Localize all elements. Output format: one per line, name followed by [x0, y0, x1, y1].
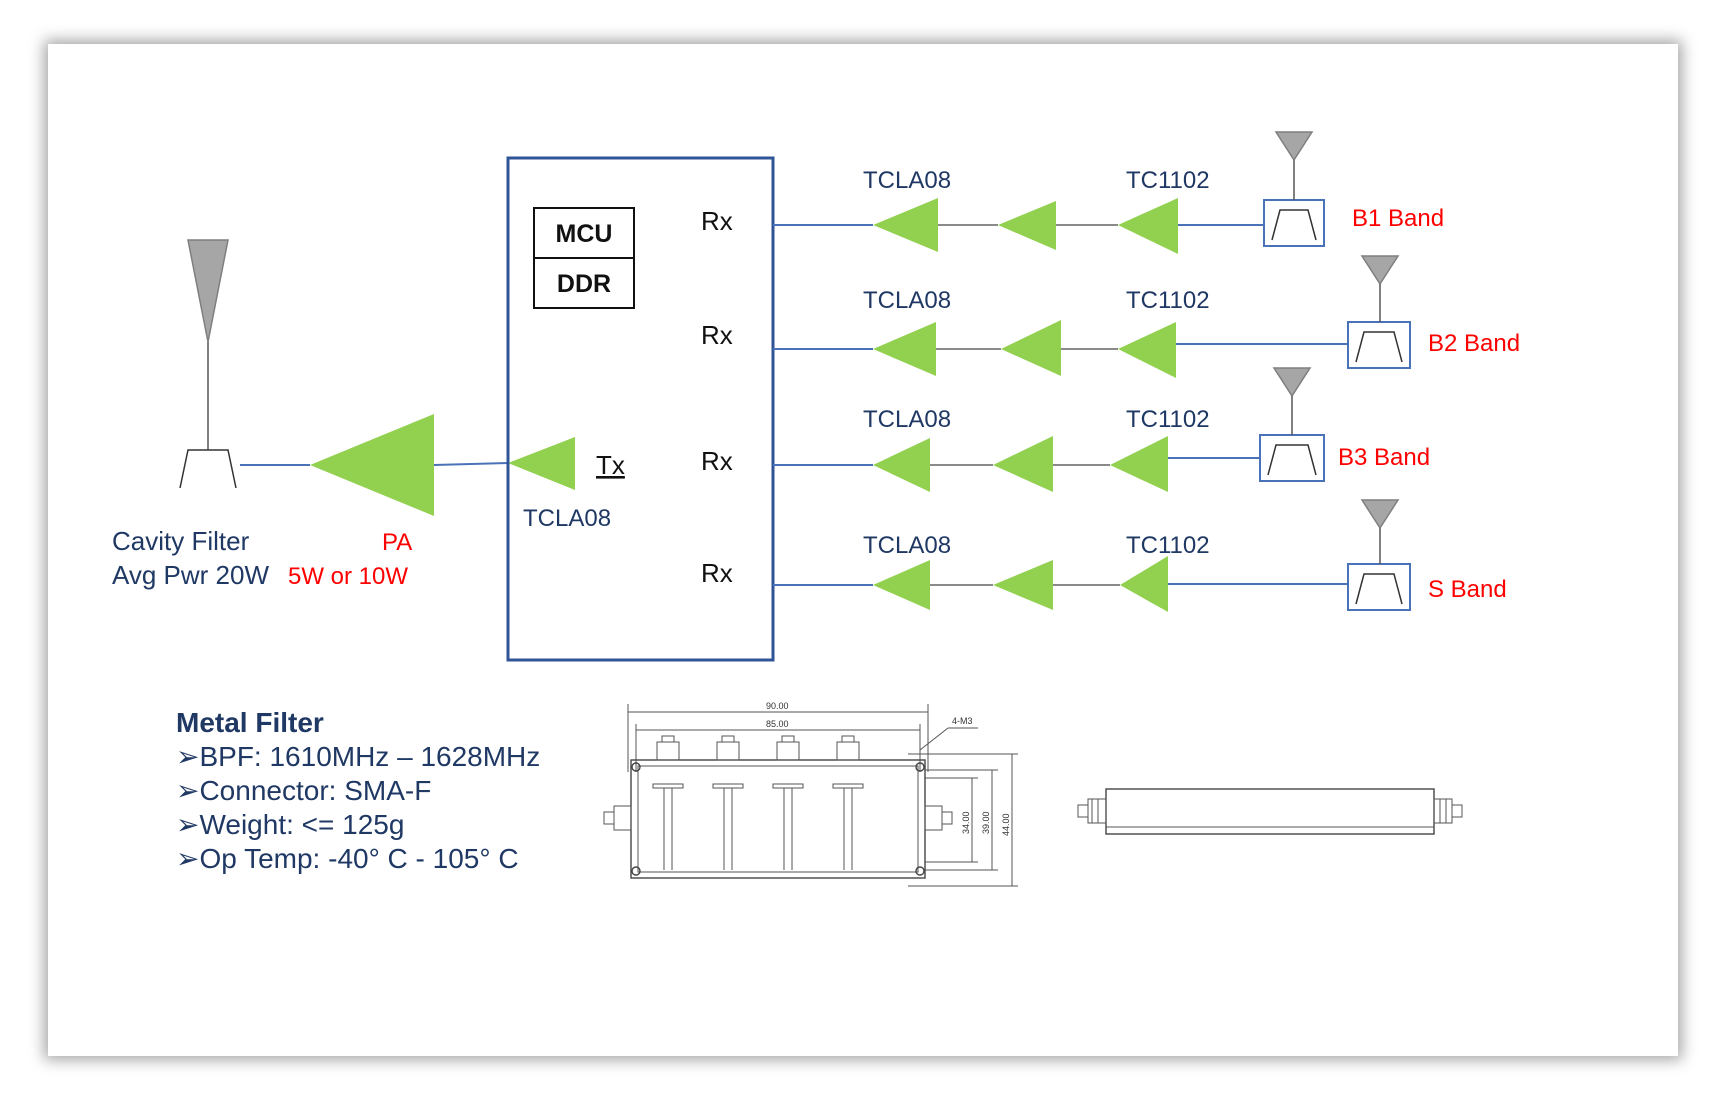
b1-band-label: B1 Band [1352, 205, 1444, 232]
pa-label: PA [382, 529, 412, 556]
rx3-filter [1259, 434, 1325, 482]
pa-power-label: 5W or 10W [288, 563, 408, 590]
rx4-lna-tc1102 [1120, 556, 1168, 612]
slide: Tx TCLA08 Cavity Filter Avg Pwr 20W PA 5… [48, 44, 1678, 1056]
wire-pa-tx [433, 462, 509, 466]
cavity-power-label: Avg Pwr 20W [112, 560, 269, 590]
b3-band-label: B3 Band [1338, 444, 1430, 471]
s-band-label: S Band [1428, 576, 1507, 603]
rx1-tc1102-label: TC1102 [1126, 167, 1210, 194]
spec-connector: ➢Connector: SMA-F [176, 775, 431, 806]
rx3-lna-mid [993, 436, 1053, 492]
rx1-tcla08-label: TCLA08 [863, 167, 951, 194]
dim-h3: 44.00 [1001, 813, 1011, 836]
rx1-lna-tc1102 [1118, 198, 1178, 254]
tx-antenna [187, 239, 229, 450]
spec-op-temp: ➢Op Temp: -40° C - 105° C [176, 843, 519, 874]
pa-amplifier [310, 414, 434, 516]
filter-mechanical-drawing: 90.00 85.00 4-M3 [603, 701, 1018, 887]
rx3-lna-tc1102 [1110, 436, 1168, 492]
rx3-antenna-icon [1272, 367, 1312, 398]
system-diagram: Tx TCLA08 Cavity Filter Avg Pwr 20W PA 5… [112, 131, 1520, 887]
rx2-tc1102-label: TC1102 [1126, 287, 1210, 314]
dim-h2: 39.00 [981, 811, 991, 834]
rx2-lna-tcla08 [873, 322, 936, 376]
metal-filter-title: Metal Filter [176, 707, 324, 738]
rx-label-1: Rx [701, 206, 733, 236]
dim-outer: 90.00 [766, 701, 789, 711]
rx3-filter-icon [1267, 444, 1317, 476]
ddr-box [533, 257, 635, 309]
rx3-tcla08-label: TCLA08 [863, 406, 951, 433]
rx3-lna-tcla08 [873, 438, 930, 492]
tx-amplifier [508, 437, 575, 490]
rx-chain-b2: TCLA08 TC1102 B2 Band [773, 255, 1520, 378]
tx-amp-label: TCLA08 [523, 505, 611, 532]
hole-note: 4-M3 [952, 716, 973, 726]
mcu-label: MCU [556, 220, 613, 248]
rx-chain-s: TCLA08 TC1102 S Band [773, 499, 1507, 612]
rx3-tc1102-label: TC1102 [1126, 406, 1210, 433]
antenna-icon [187, 239, 229, 343]
ddr-label: DDR [557, 270, 611, 298]
rx4-tc1102-label: TC1102 [1126, 532, 1210, 559]
rx4-antenna-icon [1360, 499, 1400, 530]
rx2-lna-tc1102 [1118, 322, 1176, 378]
rx4-filter [1347, 563, 1411, 611]
filter-side-view [1077, 788, 1463, 835]
cavity-filter-icon [179, 449, 237, 489]
rx-label-2: Rx [701, 320, 733, 350]
rx1-antenna-icon [1274, 131, 1314, 162]
rx2-filter [1347, 321, 1411, 369]
cavity-filter-label: Cavity Filter [112, 526, 250, 556]
rx4-lna-tcla08 [873, 560, 930, 610]
b2-band-label: B2 Band [1428, 330, 1520, 357]
dim-h1: 34.00 [961, 811, 971, 834]
rx1-filter-icon [1271, 209, 1317, 241]
rx1-filter [1263, 199, 1325, 247]
main-board [506, 156, 775, 662]
rx4-tcla08-label: TCLA08 [863, 532, 951, 559]
cavity-filter [179, 449, 237, 489]
rx4-lna-mid [993, 560, 1053, 610]
dim-inner: 85.00 [766, 719, 789, 729]
rx-chain-b3: TCLA08 TC1102 B3 Band [773, 367, 1430, 492]
rx4-filter-icon [1355, 573, 1403, 605]
rx-chain-b1: TCLA08 TC1102 B1 Band [773, 131, 1444, 254]
rx2-tcla08-label: TCLA08 [863, 287, 951, 314]
metal-filter-specs: Metal Filter ➢BPF: 1610MHz – 1628MHz ➢Co… [176, 707, 540, 874]
mcu-box [533, 207, 635, 259]
spec-bpf: ➢BPF: 1610MHz – 1628MHz [176, 741, 540, 772]
spec-weight: ➢Weight: <= 125g [176, 809, 404, 840]
tx-label: Tx [596, 450, 625, 480]
rx1-lna-mid [998, 201, 1056, 250]
rx1-lna-tcla08 [873, 198, 938, 252]
rx2-lna-mid [1001, 320, 1061, 376]
rx-label-4: Rx [701, 558, 733, 588]
rx-label-3: Rx [701, 446, 733, 476]
rx2-antenna-icon [1360, 255, 1400, 286]
rx2-filter-icon [1355, 331, 1403, 363]
